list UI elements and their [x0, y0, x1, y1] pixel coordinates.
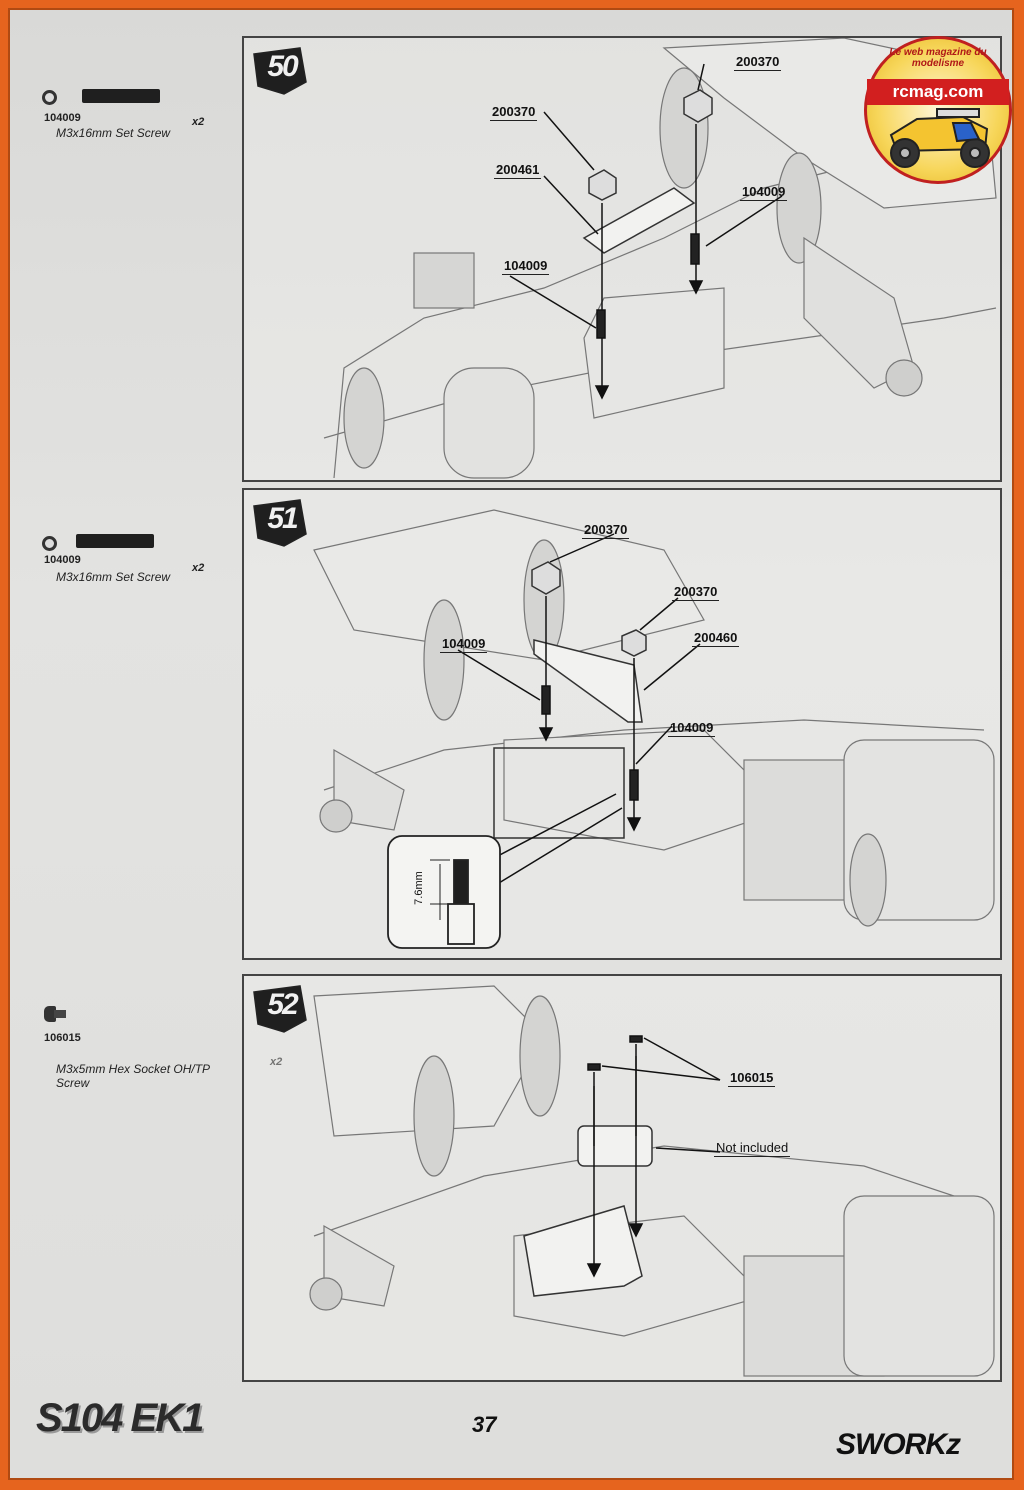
part-code: 106015 — [44, 1032, 81, 1044]
nut-icon — [42, 90, 57, 105]
step-number: 50 — [267, 50, 298, 83]
callout-label: 200370 — [734, 54, 782, 71]
step-52-illustration — [253, 985, 995, 1377]
parts-list-step-50: 104009 M3x16mm Set Screw x2 — [32, 80, 232, 150]
parts-list-step-52: 106015 M3x5mm Hex Socket OH/TP Screw x2 — [32, 1006, 282, 1090]
step-number-badge: 51 — [254, 496, 310, 544]
parts-list-step-51: 104009 M3x16mm Set Screw x2 — [32, 530, 232, 600]
watermark-tagline: Le web magazine du modelisme — [889, 47, 987, 69]
model-logo: S104 EK1 — [36, 1396, 204, 1440]
callout-label: 200370 — [582, 522, 630, 539]
rcmag-watermark-logo: Le web magazine du modelisme rcmag.com — [864, 36, 1012, 184]
part-description: M3x16mm Set Screw — [56, 126, 171, 140]
step-number-badge: 52 — [254, 982, 310, 1030]
brand-logo: SWORKz — [836, 1428, 961, 1461]
callout-label: 104009 — [740, 184, 788, 201]
page-number: 37 — [472, 1412, 497, 1437]
callout-label: 104009 — [502, 258, 550, 275]
callout-label: 106015 — [728, 1070, 776, 1087]
callout-label: 200461 — [494, 162, 542, 179]
step-50-illustration — [253, 38, 997, 479]
callout-label: 104009 — [440, 636, 488, 653]
part-quantity: x2 — [192, 562, 205, 574]
nut-icon — [42, 536, 57, 551]
step-51-panel: 51 200370 200370 200460 104009 104009 7.… — [242, 488, 1002, 960]
manual-page: 104009 M3x16mm Set Screw x2 104009 M3x16… — [8, 8, 1014, 1480]
dimension-label: 7.6mm — [412, 871, 425, 905]
part-quantity: x2 — [192, 116, 205, 128]
callout-label: 200370 — [490, 104, 538, 121]
step-number: 51 — [267, 502, 298, 535]
rc-car-icon — [889, 108, 990, 168]
step-number-badge: 50 — [254, 44, 310, 92]
hex-screw-head-icon — [44, 1006, 56, 1022]
part-quantity: x2 — [270, 1056, 283, 1068]
step-52-panel: 52 106015 Not included — [242, 974, 1002, 1382]
set-screw-icon — [76, 534, 154, 548]
callout-label: 200460 — [692, 630, 740, 647]
part-description: M3x5mm Hex Socket OH/TP Screw — [56, 1062, 210, 1090]
callout-label: Not included — [714, 1140, 791, 1157]
callout-label: 104009 — [668, 720, 716, 737]
part-description: M3x16mm Set Screw — [56, 570, 171, 584]
set-screw-icon — [82, 89, 160, 103]
step-number: 52 — [267, 988, 298, 1021]
hex-screw-shaft-icon — [54, 1010, 66, 1018]
watermark-site: rcmag.com — [867, 79, 1009, 105]
part-code: 104009 — [44, 112, 81, 124]
part-code: 104009 — [44, 554, 81, 566]
callout-label: 200370 — [672, 584, 720, 601]
step-51-illustration — [253, 499, 995, 949]
